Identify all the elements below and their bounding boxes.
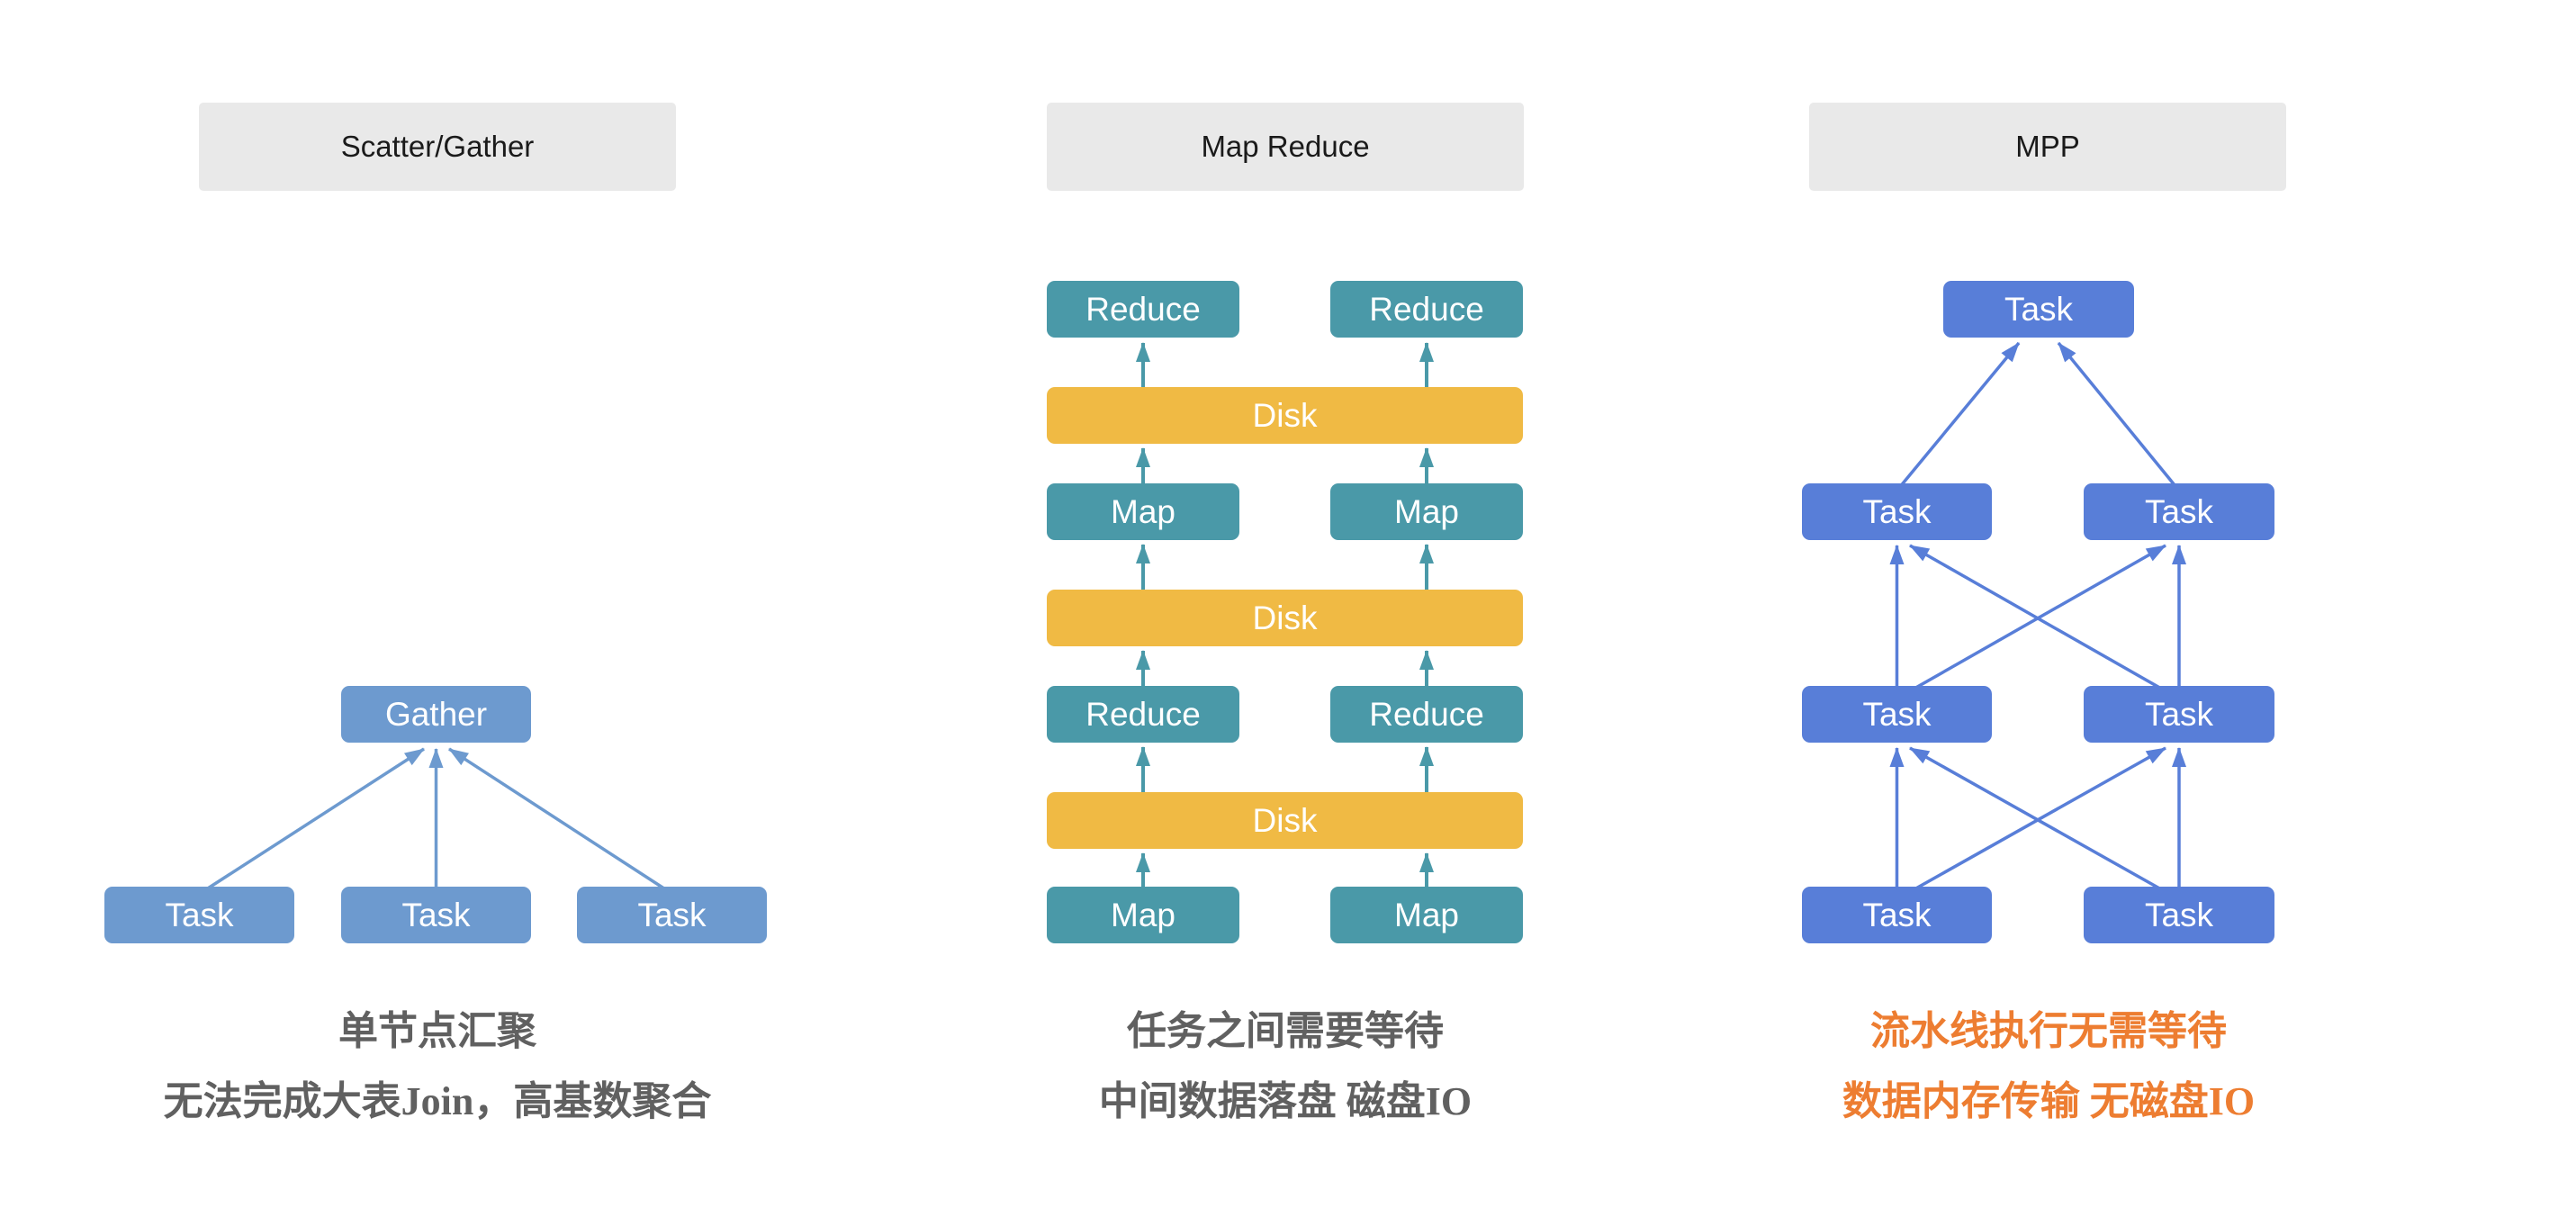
mpp-arrows <box>1889 341 2186 896</box>
scatter-gather-arrows <box>198 747 673 896</box>
arrow <box>198 747 425 896</box>
node-map: Map <box>1330 483 1523 540</box>
node-gather: Gather <box>341 686 531 743</box>
column-header-scatter-gather: Scatter/Gather <box>199 103 676 191</box>
node-task: Task <box>2084 483 2274 540</box>
arrow <box>1896 341 2021 492</box>
node-disk: Disk <box>1047 792 1523 849</box>
arrow <box>1909 746 2170 896</box>
arrow <box>448 747 673 896</box>
node-reduce: Reduce <box>1330 281 1523 338</box>
node-map: Map <box>1047 483 1239 540</box>
caption-line-1: 单节点汇聚 <box>338 1009 536 1053</box>
caption-line-2: 数据内存传输 无磁盘IO <box>1842 1079 2256 1123</box>
arrow <box>1905 746 2166 896</box>
node-task: Task <box>1802 887 1992 943</box>
node-task: Task <box>341 887 531 943</box>
arrow <box>2057 341 2181 492</box>
column-header-mpp: MPP <box>1809 103 2286 191</box>
node-task: Task <box>1943 281 2134 338</box>
node-disk: Disk <box>1047 590 1523 646</box>
caption-line-1: 流水线执行无需等待 <box>1870 1009 2227 1053</box>
caption-line-2: 中间数据落盘 磁盘IO <box>1098 1079 1473 1123</box>
arrow <box>1905 544 2166 695</box>
node-reduce: Reduce <box>1047 281 1239 338</box>
node-task: Task <box>577 887 767 943</box>
node-reduce: Reduce <box>1330 686 1523 743</box>
node-map: Map <box>1330 887 1523 943</box>
arrow <box>1909 544 2170 695</box>
node-task: Task <box>1802 483 1992 540</box>
caption-line-2: 无法完成大表Join，高基数聚合 <box>163 1079 712 1123</box>
node-task: Task <box>2084 686 2274 743</box>
caption-line-1: 任务之间需要等待 <box>1127 1009 1444 1053</box>
node-task: Task <box>2084 887 2274 943</box>
node-disk: Disk <box>1047 387 1523 444</box>
node-reduce: Reduce <box>1047 686 1239 743</box>
node-task: Task <box>104 887 294 943</box>
column-header-map-reduce: Map Reduce <box>1047 103 1524 191</box>
node-map: Map <box>1047 887 1239 943</box>
node-task: Task <box>1802 686 1992 743</box>
